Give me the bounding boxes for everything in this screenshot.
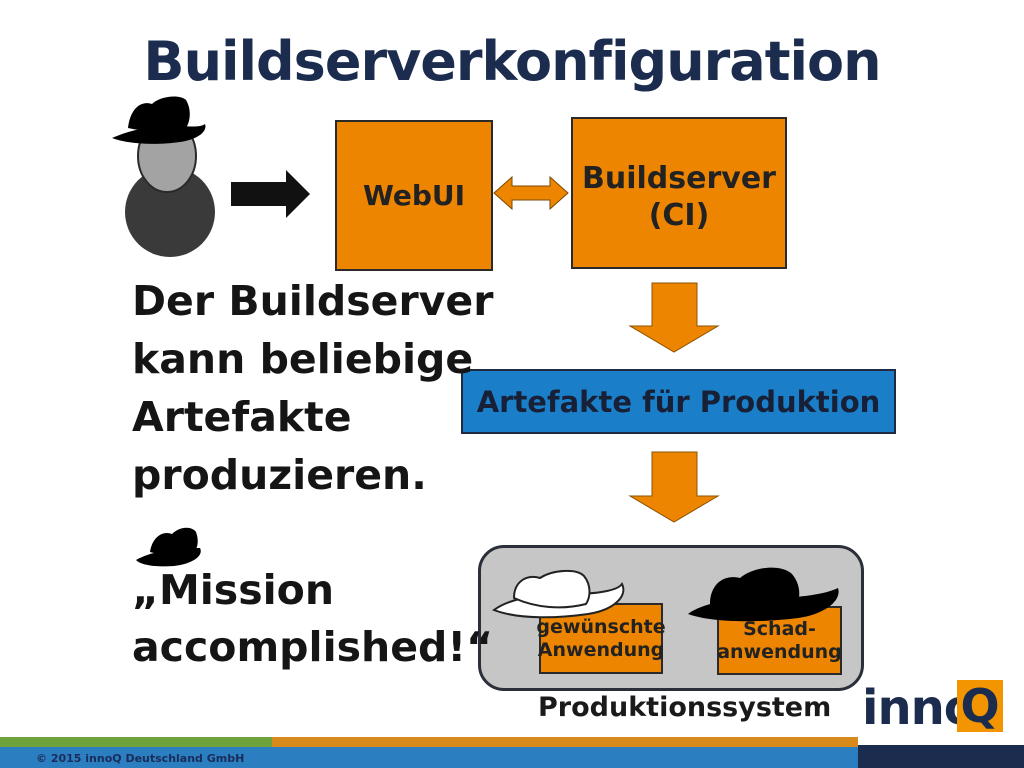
mission-line: „Mission xyxy=(132,566,335,614)
black-hat-icon xyxy=(112,96,206,144)
footer-bar-green xyxy=(0,737,272,747)
footer-bar-navy xyxy=(858,745,1024,768)
body-line: kann beliebige xyxy=(132,335,474,383)
desired-app-label-1: gewünschte xyxy=(536,615,666,638)
body-text: Der Buildserver kann beliebige Artefakte… xyxy=(132,272,512,504)
black-hat-icon xyxy=(136,527,201,567)
artefakte-label: Artefakte für Produktion xyxy=(476,384,881,419)
footer-copyright: © 2015 innoQ Deutschland GmbH xyxy=(36,752,245,765)
desired-app-box: gewünschte Anwendung xyxy=(536,603,666,674)
desired-app-label-2: Anwendung xyxy=(537,638,665,661)
artefakte-box: Artefakte für Produktion xyxy=(461,369,896,434)
innoq-logo-q: Q xyxy=(957,679,1003,733)
black-hat-icon xyxy=(688,567,839,622)
malware-label-1: Schad- xyxy=(743,617,816,640)
production-system-label: Produktionssystem xyxy=(538,692,832,723)
arrow-down-icon xyxy=(628,451,720,523)
arrow-down-icon xyxy=(628,282,720,353)
mission-text: „Mission accomplished!“ xyxy=(132,562,512,676)
webui-box: WebUI xyxy=(335,120,493,271)
webui-label: WebUI xyxy=(362,179,466,212)
footer-bar-orange xyxy=(272,737,858,747)
buildserver-box: Buildserver (CI) xyxy=(571,117,787,269)
body-line: Der Buildserver xyxy=(132,277,494,325)
white-hat-icon xyxy=(491,570,625,619)
footer-bar-blue xyxy=(0,747,858,768)
buildserver-sublabel: (CI) xyxy=(648,198,710,233)
double-arrow-icon xyxy=(493,175,569,211)
malware-label-2: anwendung xyxy=(717,640,842,663)
body-line: produzieren. xyxy=(132,451,427,499)
page-title: Buildserverkonfiguration xyxy=(143,30,881,93)
arrow-right-icon xyxy=(231,170,310,218)
mission-line: accomplished!“ xyxy=(132,623,494,671)
body-line: Artefakte xyxy=(132,393,352,441)
buildserver-label: Buildserver xyxy=(582,160,776,196)
